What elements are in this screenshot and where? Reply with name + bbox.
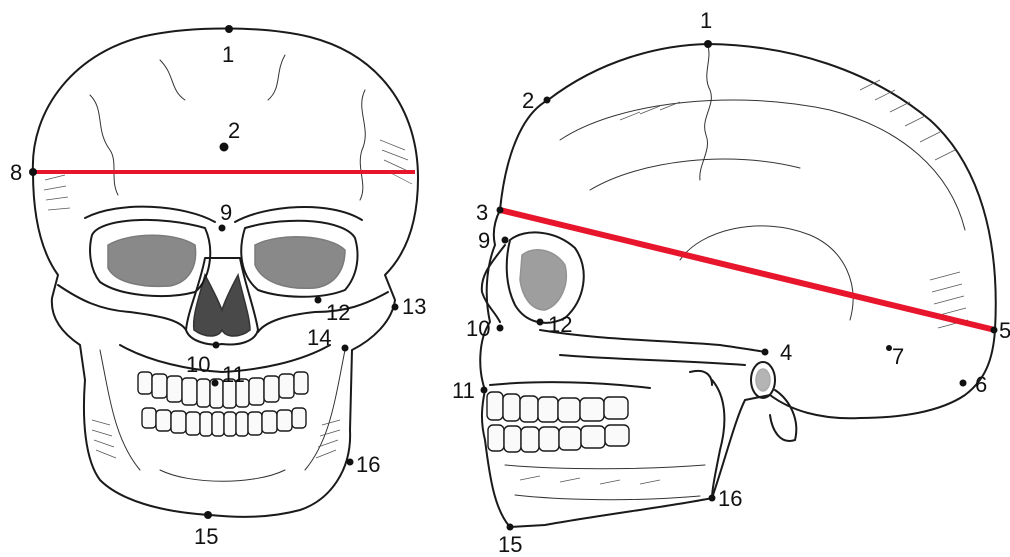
lateral-label-5: 5 bbox=[999, 318, 1010, 343]
front-point-8 bbox=[29, 168, 37, 176]
lateral-point-10 bbox=[497, 325, 504, 332]
front-point-1 bbox=[225, 25, 233, 33]
front-point-10 bbox=[213, 342, 220, 349]
front-label-13: 13 bbox=[402, 294, 426, 319]
lateral-skull bbox=[480, 44, 995, 527]
lateral-label-1: 1 bbox=[700, 8, 712, 33]
lateral-point-2 bbox=[544, 97, 551, 104]
lateral-point-16 bbox=[709, 495, 716, 502]
front-landmark-labels: 1 2 8 9 10 11 12 13 14 15 16 bbox=[10, 42, 426, 549]
front-cranium-outline bbox=[33, 28, 418, 516]
lateral-upper-teeth bbox=[487, 392, 628, 422]
front-label-1: 1 bbox=[222, 42, 234, 67]
lateral-label-11: 11 bbox=[452, 378, 475, 403]
lateral-point-9 bbox=[502, 237, 509, 244]
front-label-8: 8 bbox=[10, 160, 22, 185]
front-point-15 bbox=[204, 511, 212, 519]
lateral-label-7: 7 bbox=[892, 344, 904, 369]
front-point-11 bbox=[212, 380, 219, 387]
lateral-label-2: 2 bbox=[522, 88, 534, 113]
lateral-point-12 bbox=[537, 319, 544, 326]
front-label-9: 9 bbox=[220, 200, 232, 225]
lateral-label-9: 9 bbox=[478, 228, 490, 253]
front-label-15: 15 bbox=[194, 524, 218, 549]
front-point-9 bbox=[219, 225, 226, 232]
front-label-14: 14 bbox=[307, 325, 331, 350]
front-label-16: 16 bbox=[356, 452, 380, 477]
lateral-point-1 bbox=[704, 40, 712, 48]
lateral-point-15 bbox=[507, 524, 514, 531]
lateral-lower-teeth bbox=[488, 425, 629, 452]
lateral-point-5 bbox=[991, 327, 998, 334]
front-label-11: 11 bbox=[222, 362, 245, 387]
lateral-point-3 bbox=[497, 207, 504, 214]
lateral-length-measure-line bbox=[500, 210, 995, 330]
lateral-label-10: 10 bbox=[466, 316, 490, 341]
lateral-label-6: 6 bbox=[975, 372, 987, 397]
lateral-point-6 bbox=[960, 380, 967, 387]
front-point-13 bbox=[392, 304, 399, 311]
front-label-12: 12 bbox=[326, 300, 350, 325]
front-point-2 bbox=[220, 143, 229, 152]
lateral-label-4: 4 bbox=[780, 340, 792, 365]
lateral-point-11 bbox=[481, 387, 488, 394]
front-point-12 bbox=[315, 297, 322, 304]
lateral-label-12: 12 bbox=[548, 312, 572, 337]
front-landmark-points bbox=[29, 25, 399, 519]
front-point-14 bbox=[342, 345, 349, 352]
front-point-16 bbox=[347, 459, 354, 466]
front-lower-teeth bbox=[142, 408, 306, 436]
front-label-2: 2 bbox=[228, 118, 240, 143]
lateral-label-3: 3 bbox=[476, 200, 488, 225]
lateral-label-16: 16 bbox=[718, 486, 742, 511]
lateral-point-4 bbox=[762, 349, 769, 356]
front-label-10: 10 bbox=[186, 352, 210, 377]
lateral-label-15: 15 bbox=[498, 532, 522, 557]
front-skull bbox=[33, 28, 418, 516]
